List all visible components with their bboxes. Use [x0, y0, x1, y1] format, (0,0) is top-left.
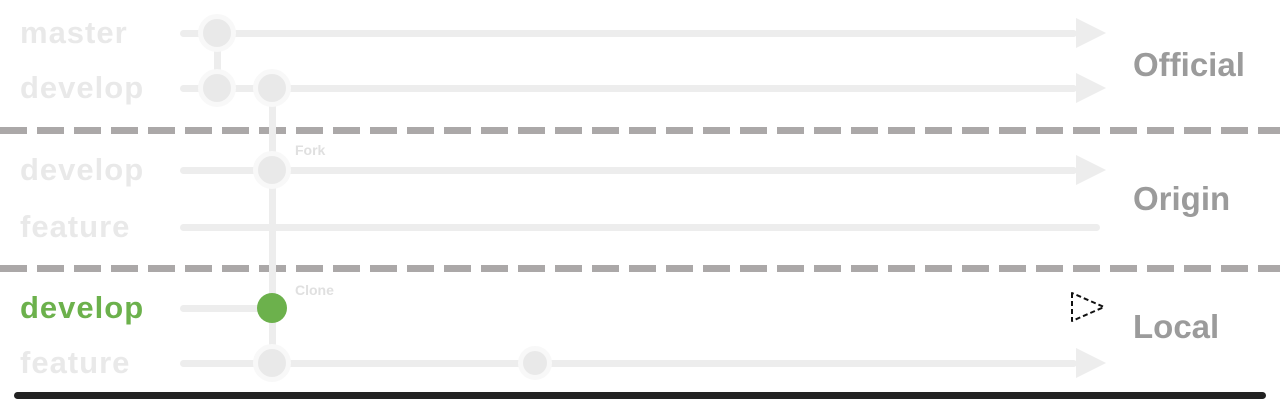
branch-line-official-develop — [180, 85, 1077, 92]
commit-node-local-feature-2 — [518, 346, 552, 380]
arrowhead-origin-develop-icon — [1076, 155, 1106, 185]
branch-label-official-develop: develop — [20, 70, 145, 105]
branch-label-origin-feature: feature — [20, 209, 131, 244]
branch-line-origin-develop — [180, 167, 1077, 174]
branch-line-local-feature — [180, 360, 1077, 367]
section-title-local: Local — [1133, 308, 1220, 345]
section-title-official: Official — [1133, 46, 1245, 83]
commit-node-origin-develop — [253, 151, 291, 189]
commit-node-official-master — [198, 14, 236, 52]
arrowhead-official-develop-icon — [1076, 73, 1106, 103]
commit-node-official-develop-1 — [198, 69, 236, 107]
clone-caption: Clone — [295, 282, 334, 298]
branch-line-origin-feature — [180, 224, 1100, 231]
arrowhead-official-master-icon — [1076, 18, 1106, 48]
hollow-arrowhead-local-develop-icon — [1071, 292, 1105, 322]
commit-node-official-develop-2 — [253, 69, 291, 107]
branch-label-local-develop: develop — [20, 290, 145, 325]
commit-node-local-feature-1 — [253, 344, 291, 382]
connector-master-to-develop — [214, 33, 221, 88]
arrowhead-local-feature-icon — [1076, 348, 1106, 378]
connector-fork — [269, 88, 276, 170]
branch-line-local-develop — [180, 305, 262, 312]
branch-label-origin-develop: develop — [20, 152, 145, 187]
branch-line-official-master — [180, 30, 1077, 37]
connector-local-develop-to-feature — [269, 308, 276, 363]
bottom-bar — [14, 392, 1266, 399]
section-title-origin: Origin — [1133, 180, 1231, 217]
branch-label-official-master: master — [20, 15, 128, 50]
divider-origin-local — [0, 265, 1280, 272]
fork-caption: Fork — [295, 142, 326, 158]
branch-label-local-feature: feature — [20, 345, 131, 380]
divider-official-origin — [0, 127, 1280, 134]
connector-clone — [269, 170, 276, 308]
commit-node-local-develop-clone — [257, 293, 287, 323]
